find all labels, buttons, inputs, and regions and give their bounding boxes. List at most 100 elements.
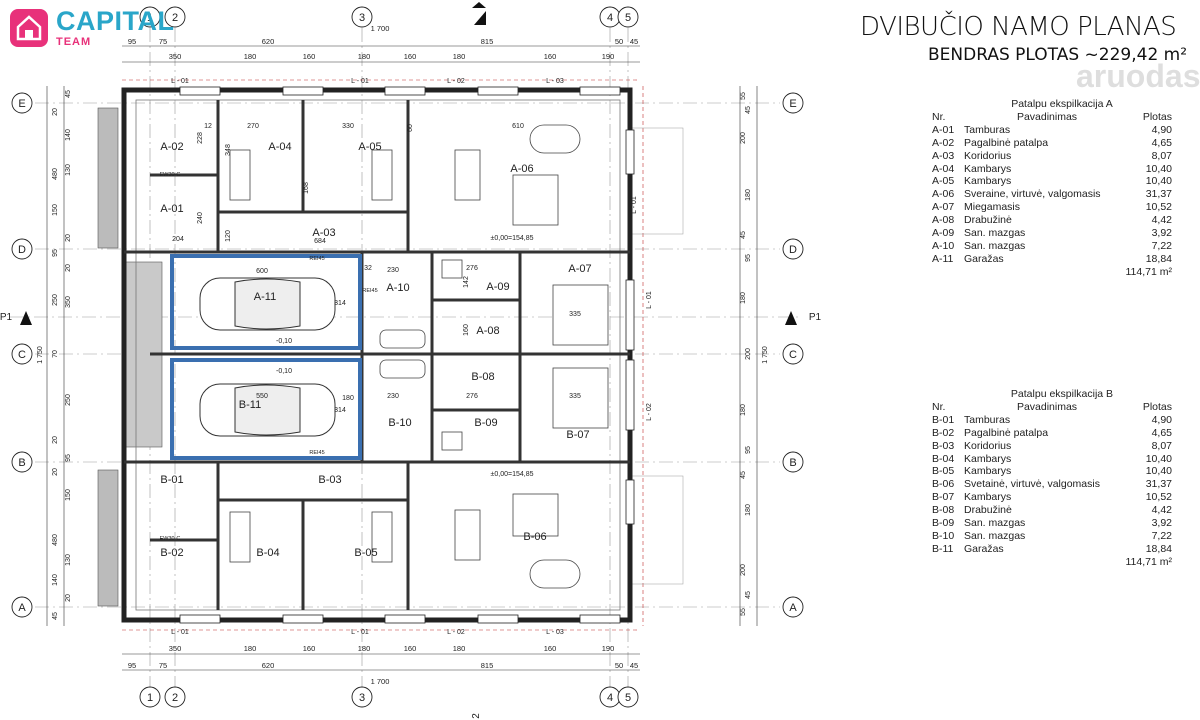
dimension-text: 314 xyxy=(334,300,346,307)
dimension-text: 168 xyxy=(303,182,310,194)
dimension-text: 45 xyxy=(630,37,638,46)
dimension-text: 620 xyxy=(262,37,275,46)
grid-column-label: 5 xyxy=(625,692,631,704)
car-b xyxy=(199,383,336,437)
dimension-text: 230 xyxy=(387,393,399,400)
room-label: B-04 xyxy=(256,547,279,559)
dimension-text: 95 xyxy=(128,661,136,670)
dimension-text: 20 xyxy=(65,234,72,242)
beds xyxy=(229,149,609,563)
dimension-text: 160 xyxy=(544,644,557,653)
grid-row-label: D xyxy=(18,244,26,256)
room-area: 3,92 xyxy=(1151,517,1172,530)
dimension-text: 200 xyxy=(745,348,752,360)
room-area: 10,40 xyxy=(1145,175,1172,188)
dimension-text: 75 xyxy=(159,37,167,46)
dimension-text: 150 xyxy=(65,489,72,501)
lintel-label: L - 01 xyxy=(631,196,638,214)
dimension-text: 330 xyxy=(342,123,354,130)
dimension-text: 150 xyxy=(52,204,59,216)
dimension-text: 230 xyxy=(387,267,399,274)
room-name: Garažas xyxy=(964,542,1004,555)
room-label: A-05 xyxy=(358,141,381,153)
section-label: P1 xyxy=(809,312,822,323)
room-name: San. mazgas xyxy=(964,517,1026,530)
grid-column-label: 3 xyxy=(359,12,365,24)
section-label: 2 xyxy=(471,713,482,719)
room-schedule-b: Patalpu ekspilkacija B Nr. Pavadinimas P… xyxy=(932,388,1172,569)
grid-column-label: 2 xyxy=(172,12,178,24)
dimension-text: 95 xyxy=(128,37,136,46)
grid-row-label: D xyxy=(789,244,797,256)
total-area: BENDRAS PLOTAS ~229,42 m² xyxy=(928,45,1188,65)
room-area: 18,84 xyxy=(1145,252,1172,265)
room-label: B-05 xyxy=(354,547,377,559)
room-name: Pagalbinė patalpa xyxy=(964,426,1049,439)
room-label: A-02 xyxy=(160,141,183,153)
room-number: A-10 xyxy=(932,239,955,252)
room-name: Tamburas xyxy=(964,413,1011,426)
grid-row-label: A xyxy=(789,602,797,614)
logo-wordmark: CAPITAL xyxy=(56,6,175,36)
grid-column-label: 3 xyxy=(359,692,365,704)
room-area: 31,37 xyxy=(1145,188,1172,201)
dimension-text: 70 xyxy=(52,350,59,358)
dimension-text: 160 xyxy=(303,644,316,653)
room-name: Svetainė, virtuvė, valgomasis xyxy=(964,478,1100,491)
dimension-text: 20 xyxy=(52,436,59,444)
dimension-text: 1 700 xyxy=(371,677,390,686)
dimension-text: 45 xyxy=(740,471,747,479)
dimension-text: 12 xyxy=(204,123,212,130)
room-label: B-03 xyxy=(318,474,341,486)
lintel-label: L - 02 xyxy=(447,629,465,636)
dimension-text: 180 xyxy=(342,395,354,402)
dimension-text: 160 xyxy=(463,324,470,336)
room-name: Pagalbinė patalpa xyxy=(964,136,1049,149)
level-mark: -0,10 xyxy=(276,368,292,375)
dimension-text: 180 xyxy=(740,404,747,416)
lintel-label: L - 01 xyxy=(171,629,189,636)
room-name: Kambarys xyxy=(964,162,1012,175)
level-mark: -0,10 xyxy=(276,338,292,345)
grid-row-label: B xyxy=(18,457,25,469)
room-area: 4,65 xyxy=(1151,426,1172,439)
dimension-text: 95 xyxy=(52,249,59,257)
room-area: 4,65 xyxy=(1151,136,1172,149)
dimension-text: 20 xyxy=(52,108,59,116)
schedule-caption: Patalpu ekspilkacija B xyxy=(1010,388,1114,400)
room-number: B-05 xyxy=(932,465,955,478)
floor-plan-drawing: 1122334455EEDDCCBBAAP1P12957562081550451… xyxy=(0,2,822,719)
room-number: A-07 xyxy=(932,201,955,214)
room-number: A-09 xyxy=(932,227,955,240)
dimension-text: 815 xyxy=(481,661,494,670)
room-name: Drabužinė xyxy=(964,504,1012,517)
room-label: A-09 xyxy=(486,281,509,293)
room-number: A-01 xyxy=(932,123,955,136)
dimension-text: 348 xyxy=(225,144,232,156)
room-label: B-06 xyxy=(523,531,546,543)
room-name: San. mazgas xyxy=(964,227,1026,240)
dimension-text: 610 xyxy=(512,123,524,130)
room-name: Sveraine, virtuvė, valgomasis xyxy=(964,188,1101,201)
room-area: 18,84 xyxy=(1145,542,1172,555)
room-label: B-08 xyxy=(471,371,494,383)
room-label: A-10 xyxy=(386,282,409,294)
dimension-text: 75 xyxy=(159,661,167,670)
room-name: Tamburas xyxy=(964,123,1011,136)
dimension-text: 276 xyxy=(466,393,478,400)
room-number: B-08 xyxy=(932,504,955,517)
dimension-text: 600 xyxy=(256,268,268,275)
schedule-total: 114,71 m² xyxy=(1125,265,1173,278)
dimension-text: 95 xyxy=(745,446,752,454)
room-area: 4,90 xyxy=(1151,123,1172,136)
dimension-text: 684 xyxy=(314,238,326,245)
